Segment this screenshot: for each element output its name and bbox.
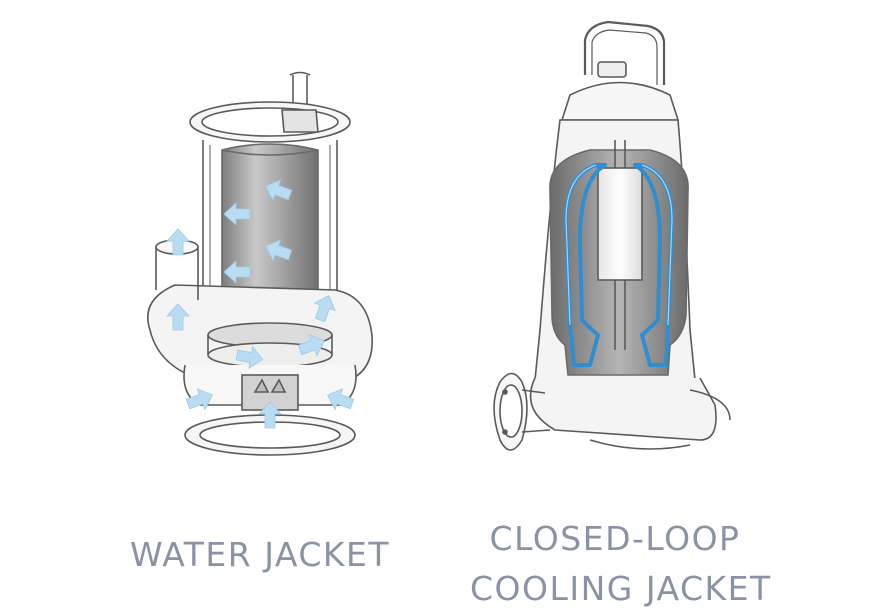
caption-line: CLOSED-LOOP	[489, 519, 741, 558]
coolant-channel-highlight	[565, 164, 673, 326]
caption-line: WATER JACKET	[129, 535, 391, 574]
closed-loop-pump	[493, 20, 731, 451]
closed-loop-caption: CLOSED-LOOP COOLING JACKET	[470, 514, 772, 614]
water-jacket-pump	[147, 71, 373, 456]
caption-line: COOLING JACKET	[470, 569, 772, 608]
water-jacket-caption: WATER JACKET	[120, 538, 400, 571]
